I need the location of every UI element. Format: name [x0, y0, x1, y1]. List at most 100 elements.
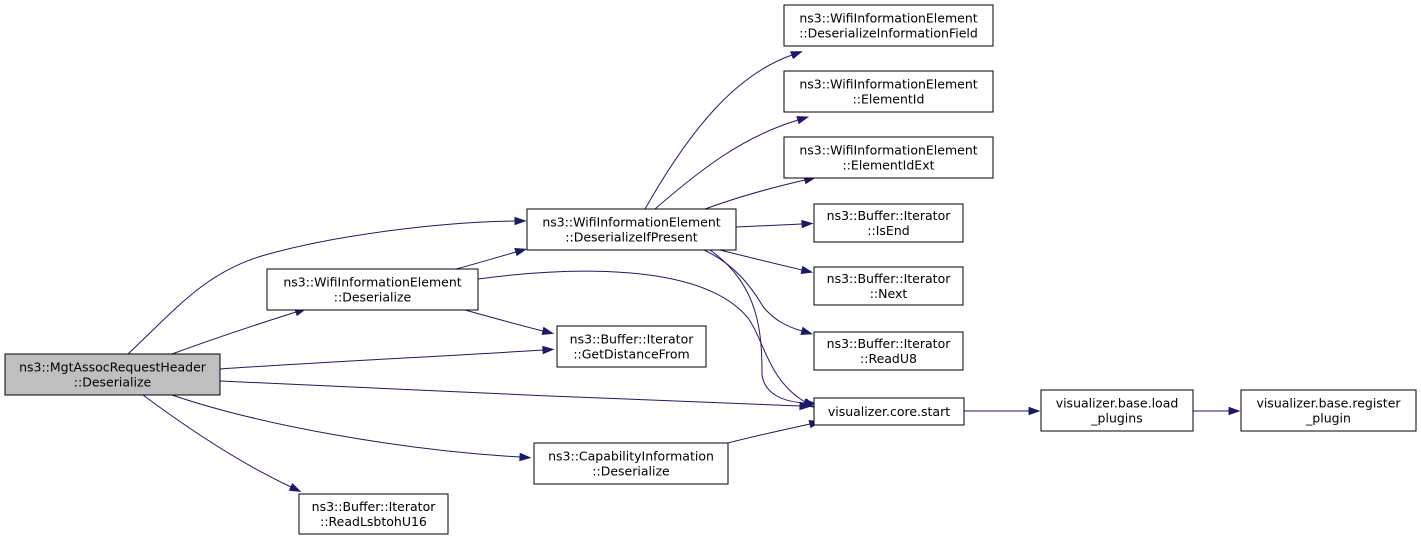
node-box: [783, 136, 994, 179]
node-visualizer-core-start[interactable]: visualizer.core.start: [813, 397, 965, 426]
node-label-line: ::Deserialize: [592, 464, 670, 479]
node-box: [266, 268, 479, 311]
edge-line: [219, 349, 544, 370]
node-label-line: ::ReadLsbtohU16: [320, 514, 427, 529]
node-label-line: ::Deserialize: [74, 375, 152, 390]
node-wifiinformationelement-deserialize[interactable]: ns3::WifiInformationElement::Deserialize: [266, 268, 479, 311]
edge-line: [171, 394, 521, 458]
edge-line: [654, 119, 799, 210]
edge-arrowhead: [542, 345, 555, 355]
node-wifiinformationelement-deserializeifpresent[interactable]: ns3::WifiInformationElement::Deserialize…: [526, 208, 737, 251]
node-buffer-iterator-readlsbtohu16[interactable]: ns3::Buffer::Iterator::ReadLsbtohU16: [298, 493, 449, 535]
node-label-line: _plugin: [1305, 411, 1351, 426]
node-label-line: ns3::Buffer::Iterator: [827, 336, 952, 351]
edge-arrowhead: [1028, 406, 1041, 416]
node-label-line: ns3::WifiInformationElement: [542, 215, 720, 230]
node-label-line: ns3::WifiInformationElement: [799, 77, 977, 92]
edge-line: [735, 223, 803, 228]
edge-arrowhead: [796, 116, 810, 125]
node-label-line: ::Deserialize: [334, 290, 412, 305]
node-label-line: ns3::WifiInformationElement: [799, 143, 977, 158]
edge-mgt-deserialize-to-capinfo-deserialize: [171, 394, 532, 462]
node-label-line: ns3::Buffer::Iterator: [312, 499, 437, 514]
node-label-line: ns3::WifiInformationElement: [799, 11, 977, 26]
node-box: [4, 353, 221, 396]
node-wifiinformationelement-deserializeinformationfield[interactable]: ns3::WifiInformationElement::Deserialize…: [783, 4, 994, 47]
edge-line: [727, 423, 811, 444]
node-label-line: ns3::Buffer::Iterator: [827, 271, 952, 286]
edge-line: [219, 380, 801, 407]
node-label-line: ::ReadU8: [860, 351, 917, 366]
edge-mgt-deserialize-to-wie-deserialize: [171, 308, 307, 355]
edge-arrowhead: [804, 398, 817, 408]
edge-wie-deserialize-if-present-to-wie-element-id-ext: [704, 176, 817, 210]
node-label-line: _plugins: [1090, 411, 1142, 426]
node-visualizer-base-register-plugin[interactable]: visualizer.base.register_plugin: [1240, 389, 1417, 432]
node-label-line: ::ElementId: [853, 92, 925, 107]
node-box: [556, 325, 707, 368]
node-box: [813, 331, 964, 371]
edge-line: [464, 309, 544, 332]
node-buffer-iterator-getdistancefrom[interactable]: ns3::Buffer::Iterator::GetDistanceFrom: [556, 325, 707, 368]
node-label-line: visualizer.base.load: [1056, 396, 1179, 411]
node-label-line: ::IsEnd: [867, 223, 909, 238]
node-label-line: ns3::Buffer::Iterator: [827, 208, 952, 223]
edge-mgt-deserialize-to-iter-get-distance-from: [219, 345, 555, 370]
node-box: [813, 203, 964, 243]
edge-line: [703, 249, 803, 332]
edge-line: [719, 249, 803, 271]
node-label-line: ns3::WifiInformationElement: [283, 275, 461, 290]
edge-line: [127, 220, 516, 355]
edge-line: [455, 251, 517, 270]
node-box: [783, 70, 994, 113]
node-box: [813, 397, 965, 426]
edge-viz-core-start-to-viz-load-plugins: [964, 406, 1041, 416]
node-label-line: ::DeserializeInformationField: [799, 26, 978, 41]
edge-wie-deserialize-to-wie-deserialize-if-present: [455, 248, 528, 270]
edge-line: [477, 270, 806, 403]
node-label-line: ns3::Buffer::Iterator: [570, 332, 695, 347]
edge-wie-deserialize-to-iter-get-distance-from: [464, 309, 555, 335]
node-box: [813, 266, 964, 306]
node-buffer-iterator-isend[interactable]: ns3::Buffer::Iterator::IsEnd: [813, 203, 964, 243]
edge-arrowhead: [519, 452, 532, 462]
edge-arrowhead: [801, 219, 814, 229]
node-visualizer-base-load-plugins[interactable]: visualizer.base.load_plugins: [1040, 389, 1194, 432]
edge-viz-load-plugins-to-viz-register-plugin: [1193, 406, 1241, 416]
node-label-line: ns3::MgtAssocRequestHeader: [19, 360, 207, 375]
edge-arrowhead: [514, 248, 528, 257]
node-label-line: visualizer.core.start: [828, 404, 950, 419]
edge-mgt-deserialize-to-iter-read-lsbtoh-u16: [142, 394, 302, 492]
edge-arrowhead: [790, 51, 803, 60]
edge-capinfo-deserialize-to-viz-core-start: [727, 420, 822, 444]
call-edges: [127, 51, 1241, 492]
node-box: [1040, 389, 1194, 432]
call-nodes: ns3::MgtAssocRequestHeader::Deserializen…: [4, 4, 1417, 535]
node-label-line: ::DeserializeIfPresent: [565, 230, 697, 245]
edge-line: [704, 179, 806, 210]
edge-wie-deserialize-if-present-to-iter-next: [719, 249, 814, 274]
edge-arrowhead: [800, 326, 814, 335]
node-buffer-iterator-next[interactable]: ns3::Buffer::Iterator::Next: [813, 266, 964, 306]
node-label-line: ::ElementIdExt: [843, 158, 935, 173]
node-box: [526, 208, 737, 251]
edge-arrowhead: [514, 216, 527, 226]
node-label-line: ns3::CapabilityInformation: [548, 449, 714, 464]
node-capabilityinformation-deserialize[interactable]: ns3::CapabilityInformation::Deserialize: [533, 442, 729, 485]
node-label-line: ::GetDistanceFrom: [573, 347, 689, 362]
edge-mgt-deserialize-to-wie-deserialize-if-present: [127, 216, 527, 355]
edge-arrowhead: [1228, 406, 1241, 416]
node-wifiinformationelement-elementid[interactable]: ns3::WifiInformationElement::ElementId: [783, 70, 994, 113]
edge-arrowhead: [541, 326, 555, 335]
node-buffer-iterator-readu8[interactable]: ns3::Buffer::Iterator::ReadU8: [813, 331, 964, 371]
node-label-line: ::Next: [870, 286, 908, 301]
node-mgtassocrequestheader-deserialize: ns3::MgtAssocRequestHeader::Deserialize: [4, 353, 221, 396]
edge-wie-deserialize-if-present-to-viz-core-start: [709, 249, 817, 408]
edge-wie-deserialize-if-present-to-wie-deserialize-information-field: [644, 51, 803, 210]
edge-line: [171, 311, 297, 355]
edge-wie-deserialize-if-present-to-iter-is-end: [735, 219, 814, 229]
node-wifiinformationelement-elementidext[interactable]: ns3::WifiInformationElement::ElementIdEx…: [783, 136, 994, 179]
edge-arrowhead: [800, 265, 814, 274]
node-box: [783, 4, 994, 47]
